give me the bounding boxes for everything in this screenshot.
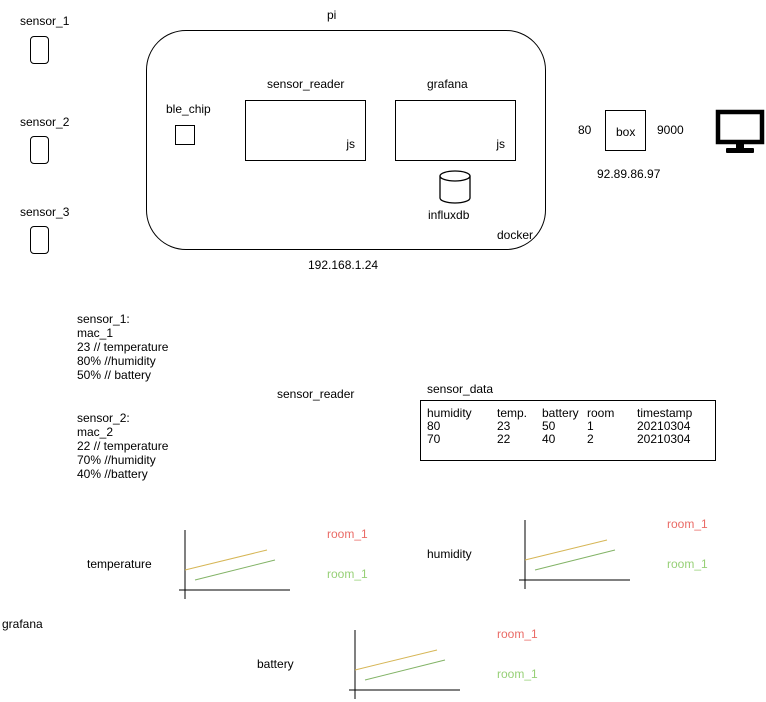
table-cell: 2 [587,432,594,446]
table-row: 80 23 50 1 20210304 [427,420,692,433]
sensor-3-label: sensor_3 [20,205,70,219]
table-cell: 1 [587,419,594,433]
battery-line-room-1 [354,649,438,671]
influxdb-label: influxdb [428,208,470,222]
table-header-row: humidity temp. battery room timestamp [427,407,692,420]
battery-legend-green: room_1 [497,667,538,681]
humidity-graph-title: humidity [427,547,472,561]
router-ip: 92.89.86.97 [597,167,661,181]
temperature-legend-green: room_1 [327,567,368,581]
table-cell: 23 [497,419,511,433]
table-row: 70 22 40 2 20210304 [427,433,692,446]
router-port-in: 80 [578,123,592,137]
table-cell: 20210304 [637,432,691,446]
humidity-line-room-1 [524,539,608,561]
table-header: room [587,406,615,420]
table-cell: 20210304 [637,419,691,433]
table-cell: 40 [542,432,556,446]
sensor-data-table-box: humidity temp. battery room timestamp 80… [420,400,716,461]
table-header: timestamp [637,406,693,420]
battery-line-room-2 [364,659,446,681]
table-cell: 70 [427,432,441,446]
table-cell: 50 [542,419,556,433]
sensor-reader-flow-label: sensor_reader [277,387,355,401]
humidity-graph [519,520,630,589]
temperature-legend-red: room_1 [327,527,368,541]
table-cell: 80 [427,419,441,433]
humidity-line-room-2 [534,549,616,571]
sensor-data-table: humidity temp. battery room timestamp 80… [427,407,692,446]
table-cell: 22 [497,432,511,446]
temperature-line-room-2 [194,559,276,581]
router-box: box [605,110,646,151]
sensor-2-device [30,136,49,164]
temperature-graph-title: temperature [87,557,152,571]
sensor-data-title: sensor_data [427,382,494,396]
sensor-1-device [30,36,49,64]
sensor-2-label: sensor_2 [20,115,70,129]
table-header: battery [542,406,579,420]
grafana-section-label: grafana [2,617,43,631]
router-port-out: 9000 [657,123,684,137]
sensor-1-label: sensor_1 [20,14,70,28]
pi-ip-label: 192.168.1.24 [308,258,379,272]
docker-label: docker [497,228,534,242]
sensor-2-payload: sensor_2: mac_2 22 // temperature 70% //… [77,411,169,481]
table-header: humidity [427,406,472,420]
ble-chip-box [175,125,195,145]
sensor-3-device [30,226,49,254]
battery-graph-title: battery [257,657,294,671]
grafana-title: grafana [427,77,468,91]
temperature-line-room-1 [184,549,268,571]
sensor-reader-lang: js [346,137,355,151]
temperature-graph [179,530,290,599]
grafana-box: js [395,100,516,161]
router-label: box [616,125,636,139]
battery-legend-red: room_1 [497,627,538,641]
database-icon [439,170,471,204]
sensor-reader-box: js [245,100,366,161]
grafana-lang: js [496,137,505,151]
humidity-legend-red: room_1 [667,517,708,531]
sensor-1-payload: sensor_1: mac_1 23 // temperature 80% //… [77,312,169,382]
monitor-icon [715,109,765,153]
humidity-legend-green: room_1 [667,557,708,571]
sensor-reader-title: sensor_reader [267,77,345,91]
ble-chip-label: ble_chip [166,102,211,116]
table-header: temp. [497,406,528,420]
pi-title: pi [327,8,337,22]
battery-graph [349,630,460,699]
pi-container [146,30,546,250]
